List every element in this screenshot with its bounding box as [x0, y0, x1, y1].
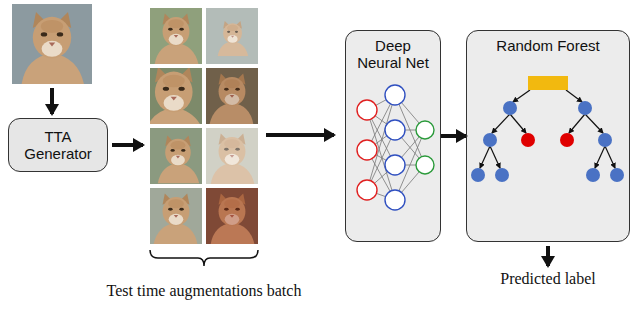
model-box: Deep Neural Net — [345, 30, 441, 242]
box-fill — [345, 30, 441, 242]
network-neurons — [357, 85, 434, 210]
flow-arrow — [441, 134, 466, 138]
box-title: TTA Generator — [22, 128, 94, 162]
process-box: TTA Generator — [8, 118, 108, 172]
brace — [150, 250, 258, 266]
tree-input — [528, 76, 568, 90]
flow-arrow — [50, 88, 54, 114]
tree-links — [480, 90, 615, 168]
box-title: Random Forest — [496, 37, 599, 54]
box-fill — [8, 118, 108, 172]
box-fill — [466, 30, 630, 242]
flow-arrow — [266, 133, 334, 137]
output-label: Predicted label — [498, 270, 598, 288]
input-photo — [12, 4, 92, 84]
augmentation-grid — [144, 8, 260, 244]
model-box: Random Forest — [466, 30, 630, 242]
batch-caption: Test time augmentations batch — [105, 282, 304, 300]
box-title: Deep Neural Net — [356, 37, 430, 71]
tree-nodes — [471, 101, 624, 182]
flow-arrow — [112, 143, 143, 147]
flow-arrow — [546, 246, 550, 266]
